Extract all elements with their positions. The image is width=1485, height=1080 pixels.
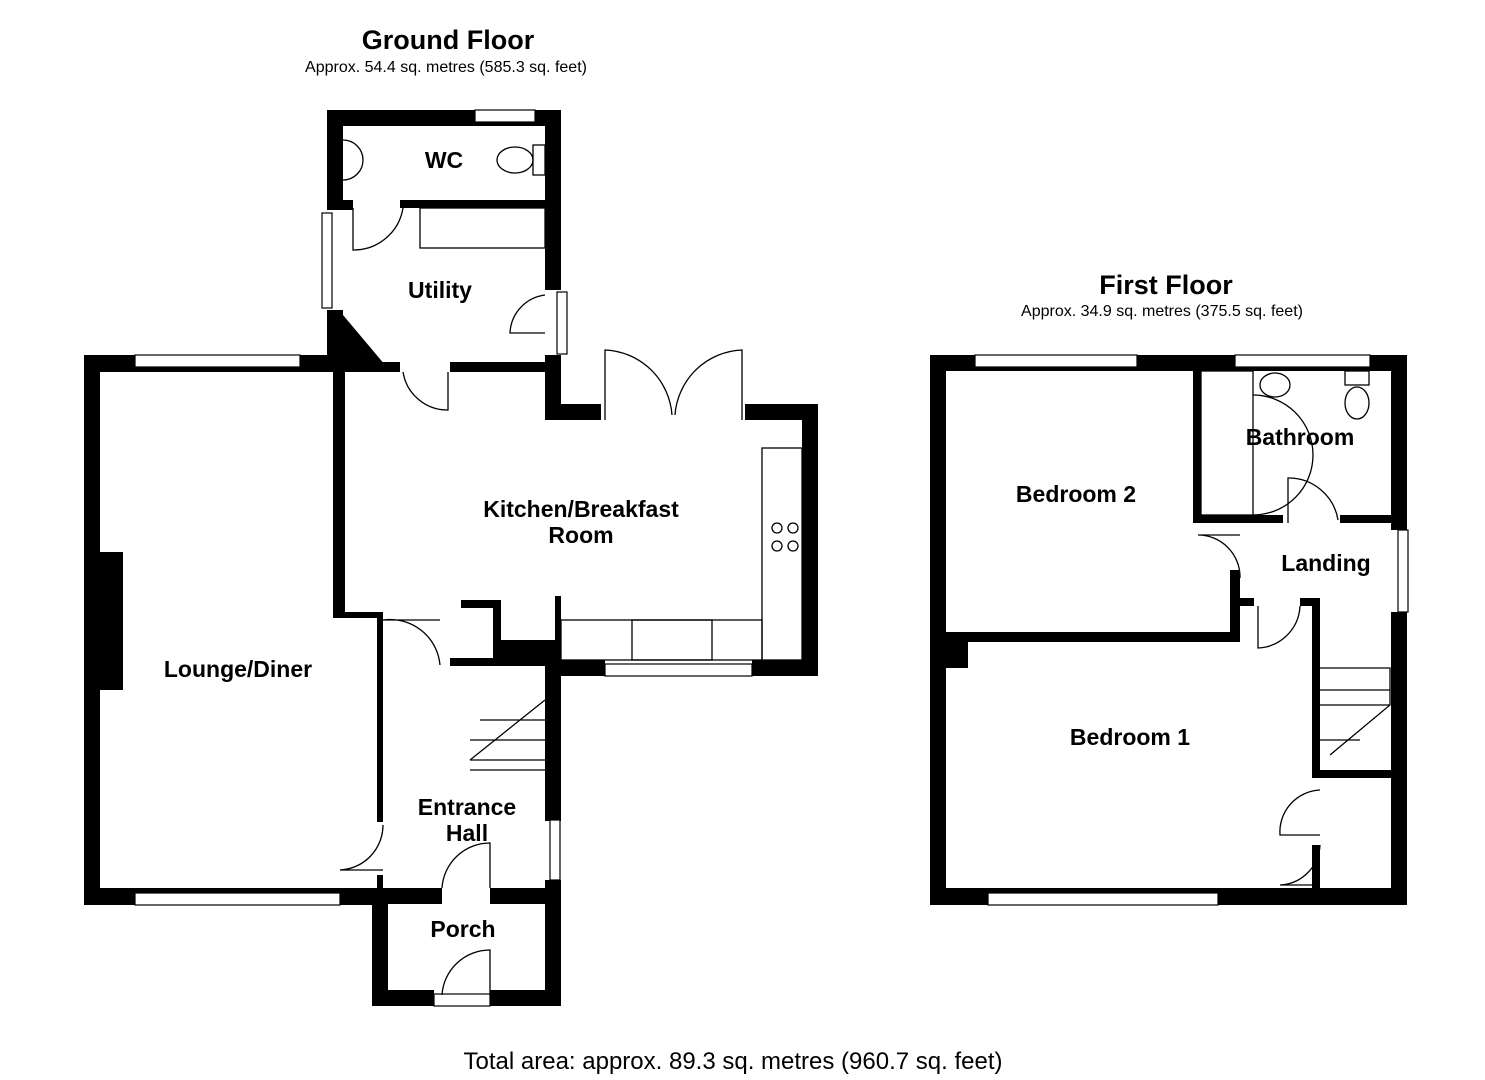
first-floor-fixtures — [1197, 370, 1391, 886]
room-label-entrance-hall: Entrance Hall — [417, 794, 517, 846]
ground-floor-walls — [84, 110, 818, 1006]
first-floor-windows — [974, 354, 1409, 906]
total-area: Total area: approx. 89.3 sq. metres (960… — [463, 1048, 1003, 1075]
ground-floor-fixtures — [339, 139, 803, 996]
ground-floor-windows — [134, 109, 753, 1007]
ground-floor-title: Ground Floor — [361, 25, 535, 55]
first-floor-area: Approx. 34.9 sq. metres (375.5 sq. feet) — [1021, 303, 1303, 320]
room-label-bedroom-2: Bedroom 2 — [1015, 481, 1137, 507]
room-label-lounge: Lounge/Diner — [163, 656, 313, 682]
room-label-landing: Landing — [1281, 550, 1371, 576]
ground-floor-area: Approx. 54.4 sq. metres (585.3 sq. feet) — [305, 59, 587, 76]
room-label-utility: Utility — [408, 277, 472, 303]
room-label-porch: Porch — [430, 916, 496, 942]
room-label-wc: WC — [424, 147, 464, 173]
first-floor-title: First Floor — [1099, 270, 1233, 300]
room-label-bathroom: Bathroom — [1245, 424, 1355, 450]
room-label-kitchen: Kitchen/Breakfast Room — [483, 496, 679, 548]
room-label-bedroom-1: Bedroom 1 — [1069, 724, 1191, 750]
